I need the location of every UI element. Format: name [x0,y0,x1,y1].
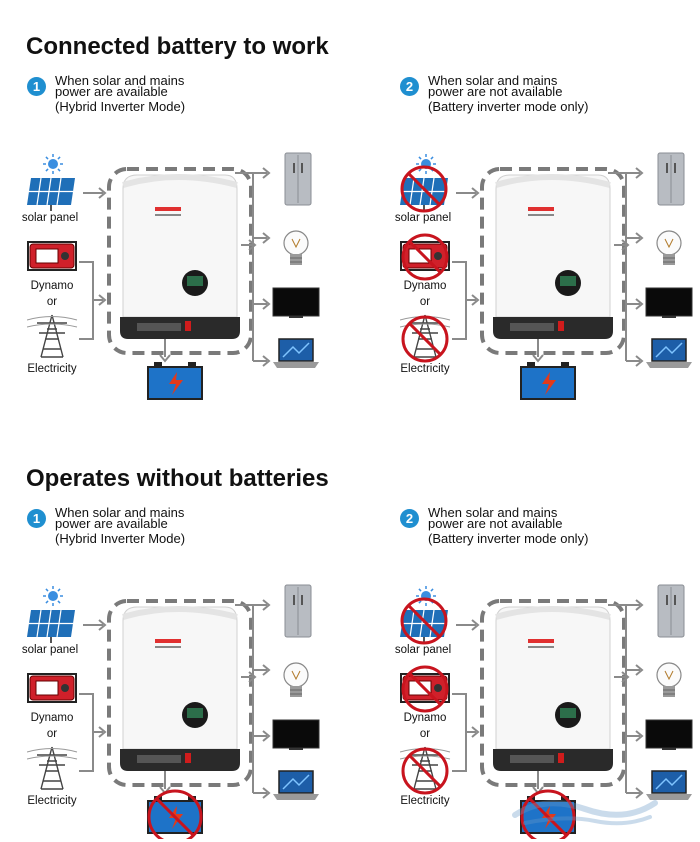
generator-icon [400,233,450,281]
condition-text-line1: When solar and mains [55,505,185,520]
input-arrows [452,187,480,340]
condition-text-line1: When solar and mains [428,73,558,88]
power-tower-icon [400,746,451,795]
prohibited-icon [400,597,448,645]
prohibited-icon [400,165,448,213]
output-arrows [235,599,271,799]
input-arrows [79,187,107,340]
panel-diagram [27,152,320,400]
power-tower-icon [27,746,78,790]
prohibited-icon [147,789,203,839]
inverter-icon [120,174,240,339]
input-arrows [452,619,480,772]
laptop-icon [646,770,692,800]
electricity-label: Electricity [27,795,77,807]
electricity-label: Electricity [27,363,77,375]
solar-panel-icon [400,154,448,213]
condition-text-line1: When solar and mains [428,505,558,520]
solar-panel-label: solar panel [394,212,452,224]
condition-text-line2: power are available [55,516,168,531]
mode-text: (Hybrid Inverter Mode) [55,531,186,546]
light-bulb-icon [283,662,309,697]
power-tower-icon [27,314,78,358]
generator-icon [400,665,450,713]
prohibited-icon [401,747,449,795]
output-arrows [235,167,271,367]
television-icon [272,287,320,318]
output-arrows [608,599,644,799]
inverter-icon [493,174,613,339]
prohibited-icon [401,233,449,281]
panel-diagram [400,584,693,839]
solar-panel-label: solar panel [21,644,79,656]
section-title-battery: Connected battery to work [26,33,329,60]
input-arrows [79,619,107,772]
panel-diagram [27,584,320,839]
inverter-boundary [107,599,253,787]
electricity-label: Electricity [400,795,450,807]
number-badge-icon: 1 [27,509,46,528]
laptop-icon [273,338,319,368]
condition-text-line2: power are not available [428,516,563,531]
condition-text-line2: power are not available [428,84,563,99]
inverter-icon [493,606,613,771]
refrigerator-icon [284,152,312,206]
number-badge-icon: 2 [400,77,419,96]
power-tower-icon [400,314,451,363]
or-label: or [419,296,431,308]
solar-panel-icon [400,586,448,645]
light-bulb-icon [656,230,682,265]
generator-icon [27,673,77,703]
prohibited-icon [520,789,576,839]
battery-icon [147,339,203,400]
inverter-boundary [480,599,626,787]
inverter-boundary [107,167,253,355]
battery-icon [147,771,203,839]
inverter-boundary [480,167,626,355]
light-bulb-icon [283,230,309,265]
panel-diagram [400,152,693,400]
solar-panel-icon [27,154,75,211]
solar-panel-label: solar panel [21,212,79,224]
condition-text-line1: When solar and mains [55,73,185,88]
dynamo-label: Dynamo [403,280,447,292]
television-icon [645,719,693,750]
number-badge-icon: 1 [27,77,46,96]
number-badge-icon: 2 [400,509,419,528]
watermark-logo [512,800,658,826]
prohibited-icon [401,315,449,363]
television-icon [645,287,693,318]
laptop-icon [273,770,319,800]
dynamo-label: Dynamo [30,280,74,292]
refrigerator-icon [657,152,685,206]
or-label: or [46,296,58,308]
solar-panel-label: solar panel [394,644,452,656]
electricity-label: Electricity [400,363,450,375]
output-arrows [608,167,644,367]
television-icon [272,719,320,750]
section-title-no-battery: Operates without batteries [26,465,329,492]
mode-text: (Battery inverter mode only) [428,99,589,114]
mode-text: (Battery inverter mode only) [428,531,589,546]
light-bulb-icon [656,662,682,697]
refrigerator-icon [284,584,312,638]
laptop-icon [646,338,692,368]
mode-text: (Hybrid Inverter Mode) [55,99,186,114]
battery-icon [520,339,576,400]
or-label: or [46,728,58,740]
solar-panel-icon [27,586,75,643]
battery-icon [520,771,576,839]
or-label: or [419,728,431,740]
generator-icon [27,241,77,271]
refrigerator-icon [657,584,685,638]
inverter-icon [120,606,240,771]
dynamo-label: Dynamo [30,712,74,724]
condition-text-line2: power are available [55,84,168,99]
dynamo-label: Dynamo [403,712,447,724]
prohibited-icon [401,665,449,713]
